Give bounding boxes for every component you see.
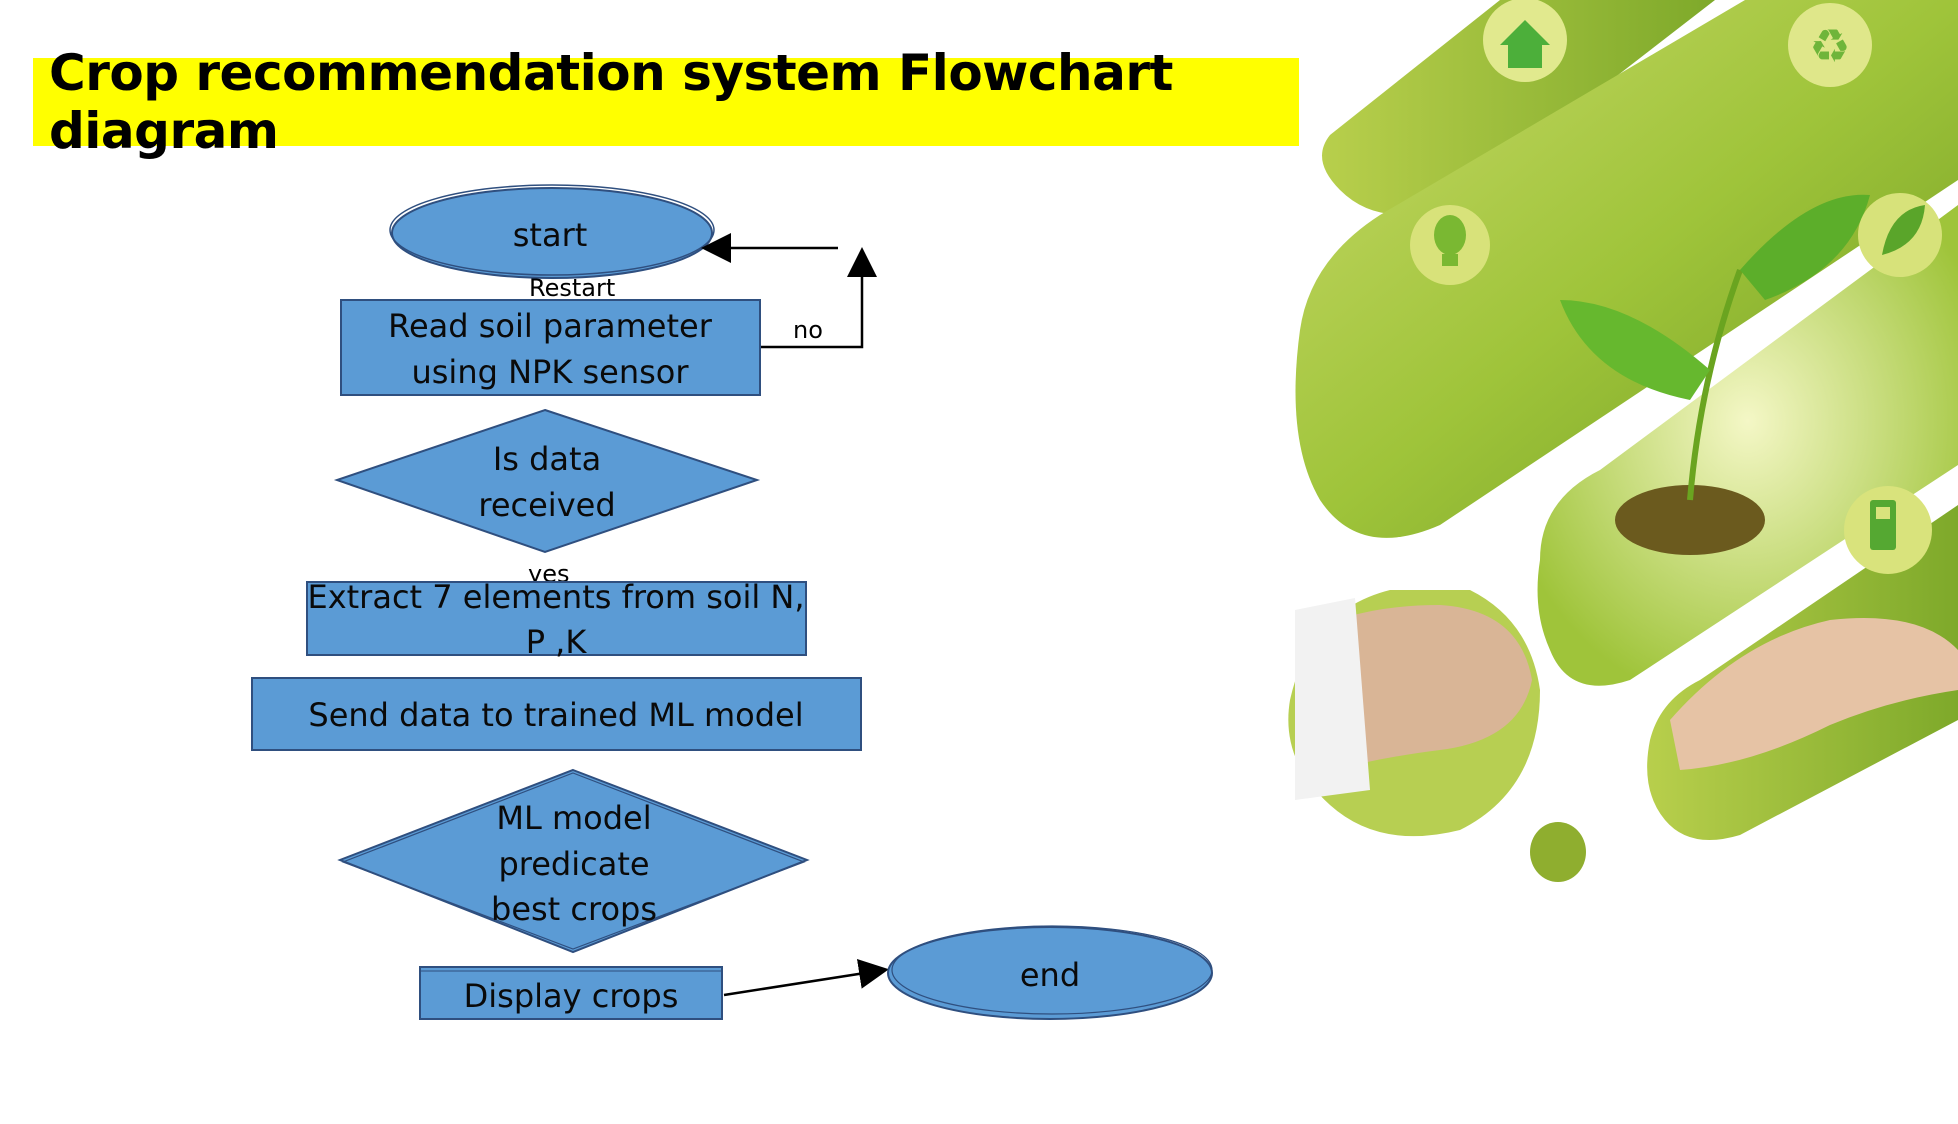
display-crops-label: Display crops: [464, 977, 679, 1015]
read-soil-line-2: using NPK sensor: [411, 353, 689, 391]
small-dot: [1530, 822, 1586, 882]
extract-line-2: P ,K: [526, 623, 588, 661]
flowchart: start no Restart Read soil parameter usi…: [251, 184, 1213, 1020]
hand-right: [1670, 618, 1958, 770]
ml-predict-decision: ML model predicate best crops: [337, 768, 810, 954]
to-end-arrow: [723, 959, 889, 997]
decision-predict-line-3: best crops: [491, 890, 657, 928]
plant-in-hands-icon: [1560, 194, 1870, 555]
extract-node: Extract 7 elements from soil N, P ,K: [306, 578, 807, 661]
end-label: end: [1020, 956, 1080, 994]
decision-received-line-2: received: [478, 486, 615, 524]
decorative-illustration: ♻: [1288, 0, 1958, 882]
start-label: start: [513, 216, 588, 254]
diagonal-band-1: [1322, 0, 1715, 215]
start-node: start: [389, 184, 715, 279]
data-received-decision: Is data received: [333, 408, 761, 554]
title-banner: Crop recommendation system Flowchart dia…: [33, 44, 1299, 160]
restart-loop: no Restart: [529, 233, 877, 349]
lightbulb-icon: [1410, 205, 1490, 285]
svg-text:♻: ♻: [1809, 19, 1850, 73]
end-node: end: [887, 925, 1213, 1020]
home-icon: [1483, 0, 1567, 82]
diagonal-band-3: [1537, 205, 1958, 686]
read-soil-line-1: Read soil parameter: [388, 307, 713, 345]
hand-left: [1295, 598, 1532, 800]
diagonal-band-2: [1295, 0, 1958, 538]
decision-predict-line-2: predicate: [498, 845, 649, 883]
restart-label: Restart: [529, 274, 615, 302]
read-soil-node: Read soil parameter using NPK sensor: [340, 299, 761, 396]
display-crops-node: Display crops: [419, 966, 723, 1020]
send-data-node: Send data to trained ML model: [251, 677, 862, 751]
no-label: no: [793, 316, 823, 344]
page-title: Crop recommendation system Flowchart dia…: [49, 44, 1173, 160]
recycle-icon: ♻: [1788, 3, 1872, 87]
fuel-pump-icon: [1844, 486, 1932, 574]
decision-received-line-1: Is data: [493, 440, 601, 478]
decision-predict-line-1: ML model: [496, 799, 651, 837]
send-data-label: Send data to trained ML model: [308, 696, 803, 734]
extract-line-1: Extract 7 elements from soil N,: [307, 578, 804, 616]
leaf-icon: [1858, 193, 1942, 277]
